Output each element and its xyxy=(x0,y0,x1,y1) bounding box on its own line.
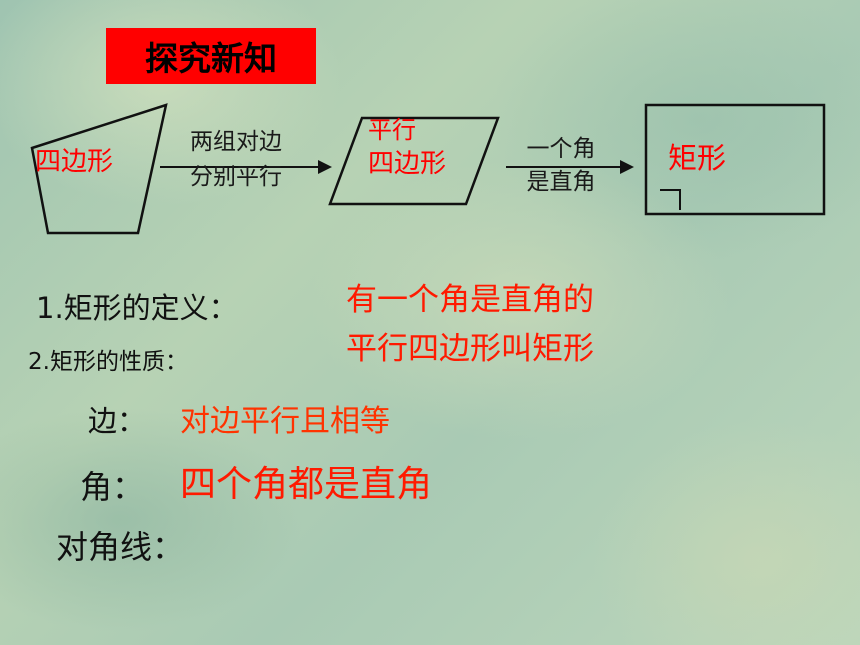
right-angle-mark xyxy=(660,189,681,210)
diagonals-label: 对角线： xyxy=(56,528,185,566)
arrow2-head xyxy=(620,160,634,174)
definition-text-line2: 平行四边形叫矩形 xyxy=(346,331,594,367)
rectangle-shape xyxy=(644,103,826,216)
arrow1-text: 两组对边 分别平行 xyxy=(166,129,306,191)
sides-text: 对边平行且相等 xyxy=(180,404,390,439)
arrow1-line2: 分别平行 xyxy=(190,164,282,191)
properties-label: 2.矩形的性质： xyxy=(28,349,188,375)
parallelogram-line1: 平行 xyxy=(368,116,416,144)
rectangle-label: 矩形 xyxy=(668,141,727,175)
quadrilateral-shape xyxy=(30,103,168,235)
parallelogram-line2: 四边形 xyxy=(368,149,447,180)
arrow2-line1: 一个角 xyxy=(526,136,596,162)
arrow2-text: 一个角 是直角 xyxy=(506,136,616,196)
arrow1-line1: 两组对边 xyxy=(190,129,282,155)
page-title: 探究新知 xyxy=(106,28,316,84)
arrow2-line2: 是直角 xyxy=(526,169,596,196)
parallelogram-label: 平行 四边形 xyxy=(368,117,478,179)
quadrilateral-label: 四边形 xyxy=(35,147,114,177)
angles-label: 角： xyxy=(80,468,145,506)
sides-label: 边： xyxy=(88,404,147,438)
definition-text-line1: 有一个角是直角的 xyxy=(346,282,594,318)
parallelogram-shape xyxy=(328,116,500,206)
angles-text: 四个角都是直角 xyxy=(180,464,433,505)
definition-label: 1.矩形的定义： xyxy=(36,291,238,325)
arrow1-head xyxy=(318,160,332,174)
